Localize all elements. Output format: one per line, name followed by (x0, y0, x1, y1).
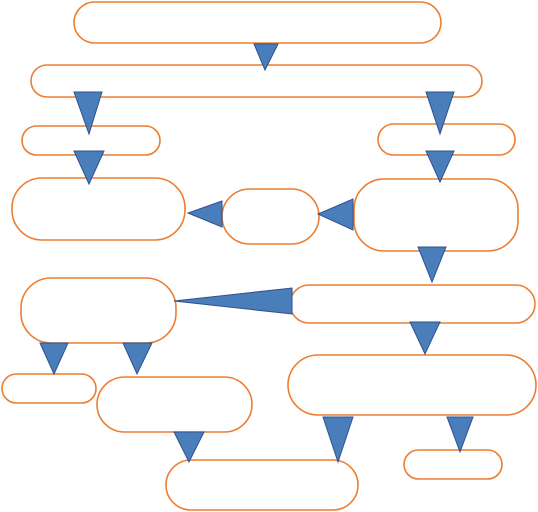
node-n7 (353, 178, 519, 252)
arrow-n8-to-n10 (39, 342, 69, 376)
arrow-n8-to-n11 (122, 342, 153, 376)
arrow-n6-to-n5 (186, 200, 223, 228)
node-n5 (11, 177, 186, 241)
node-n13 (165, 459, 359, 511)
node-n12 (287, 354, 537, 416)
arrow-n9-to-n8 (173, 287, 293, 315)
arrow-n12-to-n13 (322, 416, 354, 464)
node-n6 (221, 188, 320, 245)
arrow-n7-to-n9 (417, 246, 447, 284)
arrows-layer (39, 43, 474, 464)
arrow-n2-to-n4 (425, 91, 455, 136)
arrow-n4-to-n7 (425, 150, 455, 184)
arrow-n9-to-n12 (409, 321, 441, 356)
arrow-n11-to-n13 (173, 431, 205, 464)
arrow-n3-to-n5 (73, 150, 105, 186)
node-n8 (20, 277, 177, 344)
node-n1 (73, 1, 442, 44)
node-n10 (1, 373, 97, 404)
arrow-n12-to-n14 (446, 416, 474, 454)
node-n2 (30, 64, 483, 98)
node-n4 (377, 123, 516, 156)
node-n14 (403, 449, 503, 480)
node-n9 (289, 284, 536, 324)
arrow-n7-to-n6 (316, 198, 354, 231)
arrow-n1-to-n2 (253, 43, 279, 72)
arrow-n2-to-n3 (73, 91, 103, 136)
node-n11 (96, 376, 253, 433)
